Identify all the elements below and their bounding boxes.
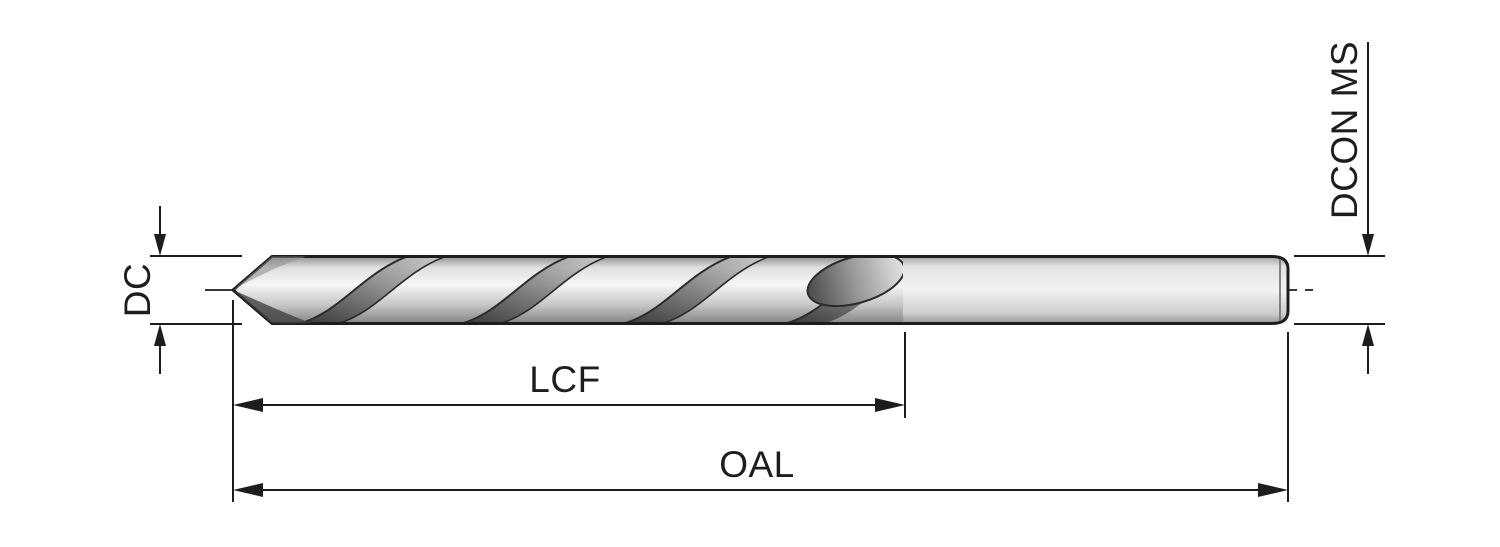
drill-bit [231, 255, 1290, 325]
dcon-label: DCON MS [1324, 41, 1365, 219]
dim-dcon: DCON MS [1294, 41, 1385, 374]
drill-shank [903, 255, 1290, 325]
oal-label: OAL [719, 444, 795, 485]
oal-arrow-left [233, 483, 263, 497]
flute-grooves [299, 256, 905, 324]
drill-tip [233, 256, 312, 324]
dc-label: DC [117, 263, 158, 317]
dc-arrow-down [154, 234, 166, 256]
dcon-arrow-up [1362, 324, 1374, 346]
lcf-arrow-left [233, 398, 263, 412]
dim-oal: OAL [233, 332, 1289, 502]
oal-arrow-right [1258, 483, 1288, 497]
dc-arrow-up [154, 324, 166, 346]
lcf-arrow-right [875, 398, 905, 412]
dcon-arrow-down [1362, 234, 1374, 256]
dim-lcf: LCF [232, 300, 906, 502]
dim-dc: DC [117, 206, 242, 374]
drill-flute [231, 255, 905, 325]
lcf-label: LCF [529, 359, 600, 400]
